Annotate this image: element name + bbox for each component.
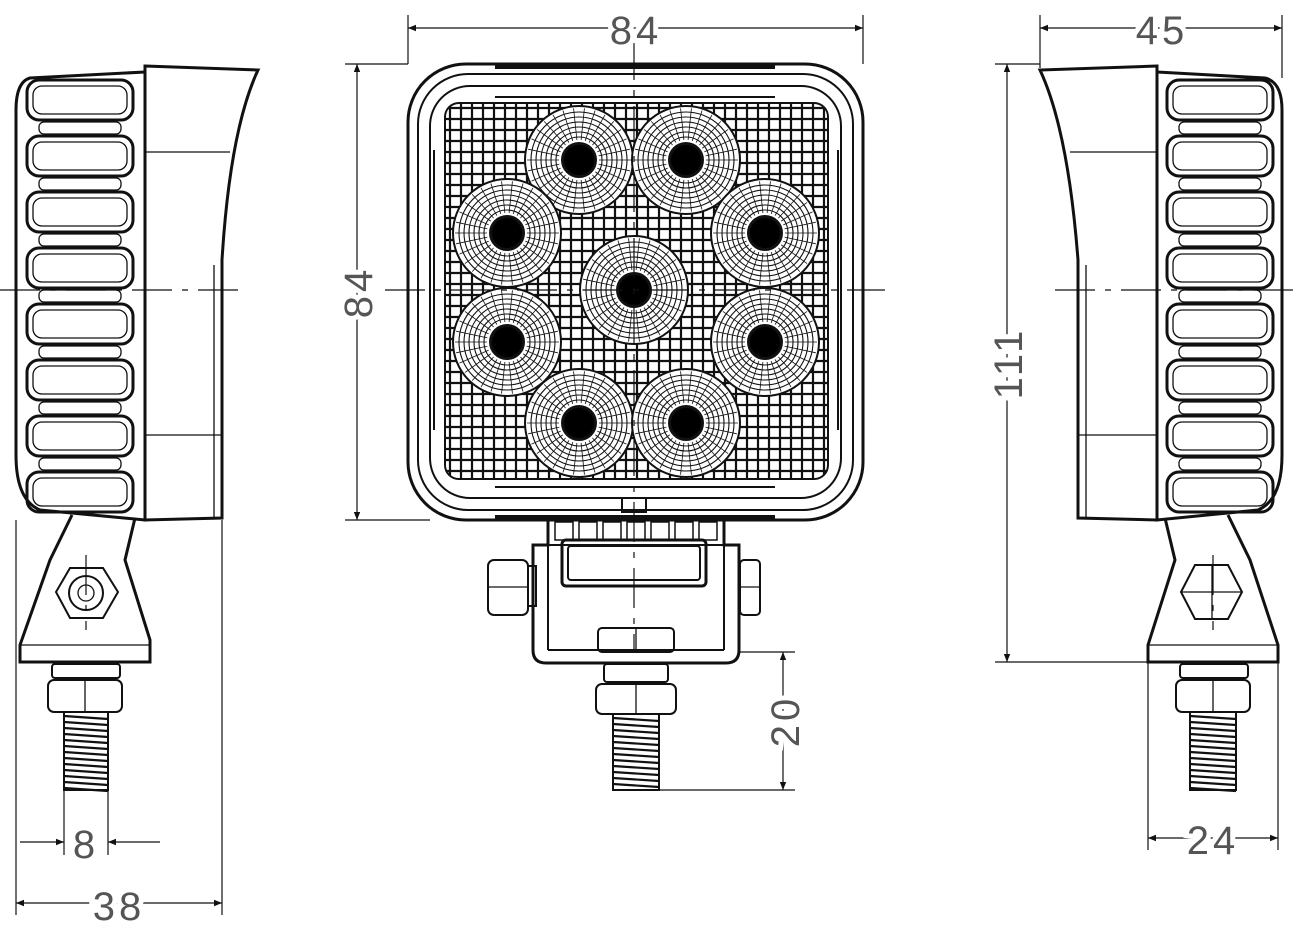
led-2 [631,105,741,215]
led-9 [631,368,741,478]
led-4 [710,178,820,288]
fin [25,190,135,234]
fin [25,414,135,458]
left-fins [25,78,135,514]
dim-front-width: 84 [610,9,663,53]
fin [1165,190,1275,234]
fin [1165,414,1275,458]
led-6 [452,287,562,397]
led-8 [524,368,634,478]
fin [1165,78,1275,122]
left-housing [143,64,261,522]
fin [1165,302,1275,346]
dim-bolt-length: 20 [764,695,808,748]
dim-bracket-width: 24 [1187,819,1240,863]
dim-bolt-diameter: 8 [73,823,99,867]
led-3 [452,178,562,288]
fin [1165,358,1275,402]
dim-side-width: 38 [93,885,146,927]
dim-total-height: 111 [987,327,1031,400]
left-heatsink-outline [14,70,147,522]
fin [25,78,135,122]
right-heatsink-outline [1155,70,1284,522]
fin [1165,246,1275,290]
fin [25,302,135,346]
dim-front-height: 84 [337,266,381,319]
fin [1165,470,1275,514]
right-fins [1165,78,1275,514]
right-housing [1037,64,1159,522]
fin [25,358,135,402]
left-side-view: 8 38 [0,64,261,932]
led-7 [710,287,820,397]
led-array [452,105,820,478]
right-bracket [1146,514,1280,664]
left-hex-nut [54,567,120,619]
right-side-view: 45 111 24 [982,4,1301,868]
left-bracket [18,514,152,664]
fin [25,470,135,514]
fin [1165,134,1275,178]
led-1 [524,105,634,215]
fin [25,246,135,290]
dim-side-depth: 45 [1136,9,1189,53]
fin [25,134,135,178]
front-view: 84 84 20 [332,4,885,791]
